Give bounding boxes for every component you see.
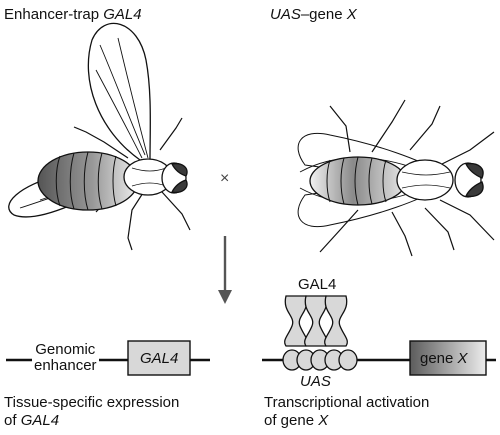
left-fly bbox=[8, 22, 191, 251]
left-title: Enhancer-trap GAL4 bbox=[4, 6, 142, 23]
caption-right-line2-prefix: of gene bbox=[264, 412, 319, 429]
right-fly-abdomen bbox=[309, 156, 407, 206]
genex-box-label: gene X bbox=[420, 350, 468, 367]
left-title-gene: GAL4 bbox=[103, 6, 142, 23]
enhancer-label-line1: Genomic bbox=[35, 341, 96, 358]
caption-left: Tissue-specific expression of GAL4 bbox=[4, 394, 179, 430]
caption-left-line1: Tissue-specific expression bbox=[4, 394, 180, 411]
right-fly-eye-bottom bbox=[465, 181, 484, 198]
enhancer-label: Genomic enhancer bbox=[32, 342, 99, 374]
right-title-suffix: –gene bbox=[300, 6, 347, 23]
left-fly-eye-top bbox=[171, 162, 188, 177]
left-title-prefix: Enhancer-trap bbox=[4, 6, 104, 23]
cross-symbol: × bbox=[220, 170, 230, 187]
caption-left-line2-gene: GAL4 bbox=[20, 412, 60, 429]
right-title-gene: UAS bbox=[270, 6, 301, 23]
gal4-protein-label: GAL4 bbox=[298, 276, 337, 293]
uas-sites bbox=[282, 349, 358, 371]
genex-x: X bbox=[457, 350, 468, 367]
caption-right: Transcriptional activation of gene X bbox=[264, 394, 429, 430]
caption-left-line2: of GAL4 bbox=[4, 412, 179, 430]
right-fly-eye-top bbox=[465, 162, 484, 179]
genex-box bbox=[409, 340, 487, 376]
gal4-box bbox=[127, 340, 191, 376]
caption-left-line2-prefix: of bbox=[4, 412, 21, 429]
right-fly-thorax bbox=[396, 159, 454, 201]
enhancer-label-line2: enhancer bbox=[34, 357, 97, 374]
left-fly-eye-bottom bbox=[171, 179, 188, 194]
gal4-protein bbox=[284, 295, 348, 347]
genex-prefix: gene bbox=[420, 350, 458, 367]
right-fly-legs bbox=[319, 99, 495, 257]
down-arrow bbox=[218, 236, 232, 304]
left-fly-abdomen bbox=[37, 151, 139, 211]
right-fly bbox=[297, 99, 495, 257]
uas-construct bbox=[262, 295, 496, 376]
right-title-x: X bbox=[346, 6, 357, 23]
caption-right-line2-x: X bbox=[318, 412, 329, 429]
right-title: UAS–gene X bbox=[270, 6, 357, 23]
uas-label: UAS bbox=[300, 373, 331, 390]
caption-right-line1: Transcriptional activation bbox=[264, 394, 430, 411]
gal4-box-label: GAL4 bbox=[140, 350, 179, 367]
caption-right-line2: of gene X bbox=[264, 412, 429, 430]
